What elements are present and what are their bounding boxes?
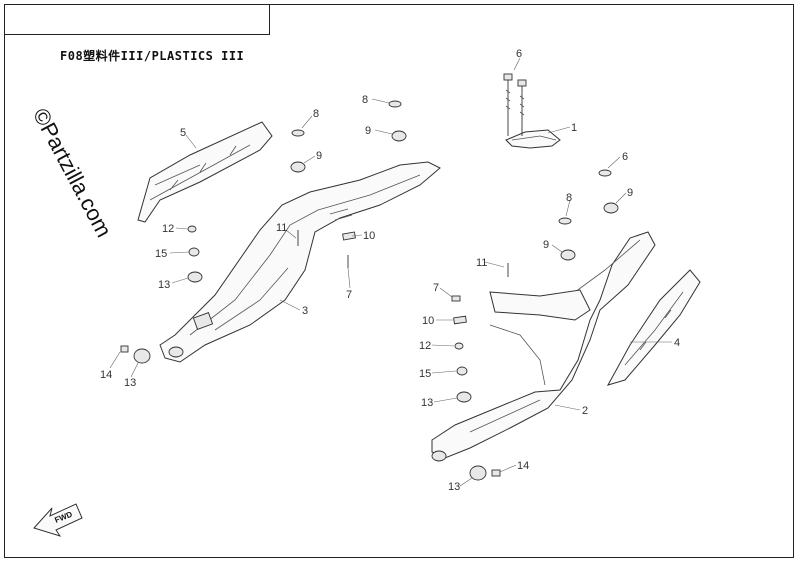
callout-12: 12 <box>419 340 431 352</box>
callout-13: 13 <box>158 279 170 291</box>
callout-9: 9 <box>543 239 549 251</box>
callout-1: 1 <box>571 122 577 134</box>
part-1-cover[interactable] <box>505 129 561 149</box>
callout-11: 11 <box>476 257 487 269</box>
hardware-set-right[interactable] <box>451 169 619 481</box>
callout-14: 14 <box>517 460 529 472</box>
callout-10: 10 <box>363 230 375 242</box>
callout-15: 15 <box>419 368 431 380</box>
part-5-side-trim-left[interactable] <box>137 121 273 223</box>
callout-4: 4 <box>674 337 680 349</box>
callout-3: 3 <box>302 305 308 317</box>
callout-11: 11 <box>276 222 287 234</box>
callout-8: 8 <box>566 192 572 204</box>
callout-9: 9 <box>316 150 322 162</box>
callout-5: 5 <box>180 127 186 139</box>
callout-6: 6 <box>622 151 628 163</box>
part-4-side-trim-right[interactable] <box>606 269 701 386</box>
callout-13: 13 <box>421 397 433 409</box>
callout-8: 8 <box>313 108 319 120</box>
callout-labels: 1 6 8 9 8 9 5 11 10 7 12 15 13 3 14 13 6… <box>100 48 680 493</box>
callout-6: 6 <box>516 48 522 60</box>
callout-9: 9 <box>627 187 633 199</box>
diagram-frame <box>4 4 794 558</box>
callout-15: 15 <box>155 248 167 260</box>
callout-2: 2 <box>582 405 588 417</box>
part-3-side-panel-left[interactable] <box>159 161 441 363</box>
fwd-arrow-icon: FWD <box>33 503 83 537</box>
part-2-side-panel-right[interactable] <box>431 231 656 462</box>
hardware-set-left[interactable] <box>120 100 407 364</box>
callout-10: 10 <box>422 315 434 327</box>
diagram-title: F08塑料件III/PLASTICS III <box>60 49 245 63</box>
callout-13: 13 <box>448 481 460 493</box>
callout-7: 7 <box>346 289 352 301</box>
callout-14: 14 <box>100 369 112 381</box>
callout-12: 12 <box>162 223 174 235</box>
callout-13: 13 <box>124 377 136 389</box>
callout-9: 9 <box>365 125 371 137</box>
title-block <box>4 4 270 35</box>
leader-lines <box>109 57 672 487</box>
part-6-bolts[interactable] <box>503 73 527 136</box>
callout-8: 8 <box>362 94 368 106</box>
callout-7: 7 <box>433 282 439 294</box>
